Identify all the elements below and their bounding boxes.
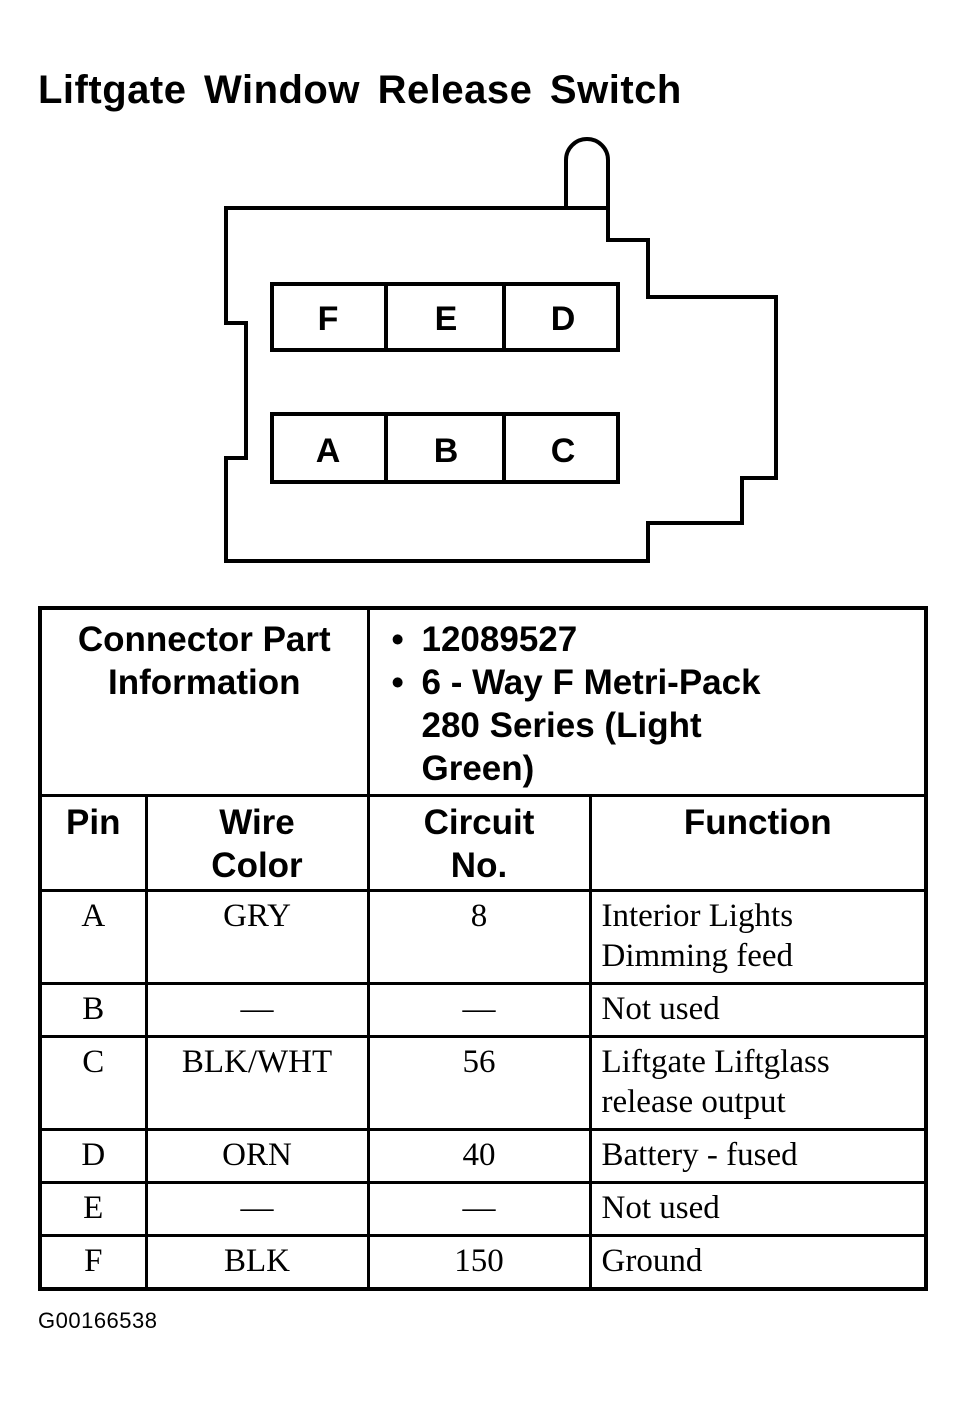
column-header-circuit: Circuit No. (366, 794, 592, 892)
part-description-line1: 6 - Way F Metri-Pack (392, 661, 925, 704)
part-number: 12089527 (392, 618, 925, 661)
cell-function: Ground (588, 1234, 928, 1291)
cell-wire-color: ORN (144, 1128, 370, 1184)
cell-circuit: 56 (366, 1035, 592, 1131)
cell-function: Not used (588, 1181, 928, 1237)
cell-function: Not used (588, 982, 928, 1038)
part-info-label-line1: Connector Part (77, 620, 331, 659)
table-row: E — — Not used (38, 1181, 928, 1237)
cell-wire-color: BLK (144, 1234, 370, 1291)
pin-cavity-bottom (270, 412, 620, 484)
cell-wire-color: BLK/WHT (144, 1035, 370, 1131)
column-header-wire-line1: Wire (219, 803, 295, 842)
part-info-row: Connector Part Information 12089527 6 - … (38, 606, 928, 797)
cell-pin: F (38, 1234, 148, 1291)
pin-label-a: A (316, 432, 341, 470)
cell-circuit: — (366, 982, 592, 1038)
pin-label-c: C (551, 432, 576, 470)
column-header-circuit-line1: Circuit (423, 803, 535, 842)
column-header-circuit-line2: No. (450, 846, 508, 885)
column-header-function-label: Function (683, 803, 832, 842)
table-row: A GRY 8 Interior Lights Dimming feed (38, 889, 928, 985)
cell-wire-color: — (144, 1181, 370, 1237)
column-header-pin-label: Pin (66, 803, 121, 842)
cell-function: Battery - fused (588, 1128, 928, 1184)
part-info-label-cell: Connector Part Information (38, 606, 370, 797)
cell-function-line1: Liftgate Liftglass (601, 1044, 830, 1080)
cell-function-line1: Interior Lights (601, 898, 794, 934)
cell-circuit: — (366, 1181, 592, 1237)
connector-diagram: F E D A B C (224, 137, 778, 563)
pin-row-bottom: A B C (270, 412, 620, 484)
column-header-wire-line2: Color (211, 846, 303, 885)
cell-pin: E (38, 1181, 148, 1237)
connector-info-table: Connector Part Information 12089527 6 - … (38, 606, 928, 1291)
pin-row-top: F E D (270, 282, 620, 352)
pin-label-d: D (551, 300, 576, 338)
part-description-line3: Green) (421, 749, 535, 788)
cell-circuit: 150 (366, 1234, 592, 1291)
cell-circuit: 40 (366, 1128, 592, 1184)
part-info-label-line2: Information (108, 663, 301, 702)
part-info-value-cell: 12089527 6 - Way F Metri-Pack 280 Series… (366, 606, 928, 797)
diagram-title: Liftgate Window Release Switch (38, 68, 682, 112)
table-row: C BLK/WHT 56 Liftgate Liftglass release … (38, 1035, 928, 1131)
pin-label-b: B (434, 432, 459, 470)
pin-label-f: F (318, 300, 339, 338)
table-row: D ORN 40 Battery - fused (38, 1128, 928, 1184)
cell-pin: B (38, 982, 148, 1038)
column-header-function: Function (588, 794, 928, 892)
connector-housing (224, 206, 778, 563)
cell-function: Liftgate Liftglass release output (588, 1035, 928, 1131)
table-row: B — — Not used (38, 982, 928, 1038)
cell-function: Interior Lights Dimming feed (588, 889, 928, 985)
cell-function-line2: Dimming feed (601, 938, 794, 974)
pin-cavity-top (270, 282, 620, 352)
cell-wire-color: GRY (144, 889, 370, 985)
cell-function-line2: release output (601, 1084, 786, 1120)
cell-pin: A (38, 889, 148, 985)
column-header-pin: Pin (38, 794, 148, 892)
cell-circuit: 8 (366, 889, 592, 985)
table-row: F BLK 150 Ground (38, 1234, 928, 1291)
cell-wire-color: — (144, 982, 370, 1038)
column-header-row: Pin Wire Color Circuit No. Function (38, 794, 928, 892)
cell-pin: C (38, 1035, 148, 1131)
figure-id: G00166538 (38, 1308, 158, 1333)
part-description-line2: 280 Series (Light (421, 706, 702, 745)
cell-pin: D (38, 1128, 148, 1184)
pin-label-e: E (435, 300, 458, 338)
column-header-wire-color: Wire Color (144, 794, 370, 892)
connector-latch-tab (564, 137, 610, 208)
